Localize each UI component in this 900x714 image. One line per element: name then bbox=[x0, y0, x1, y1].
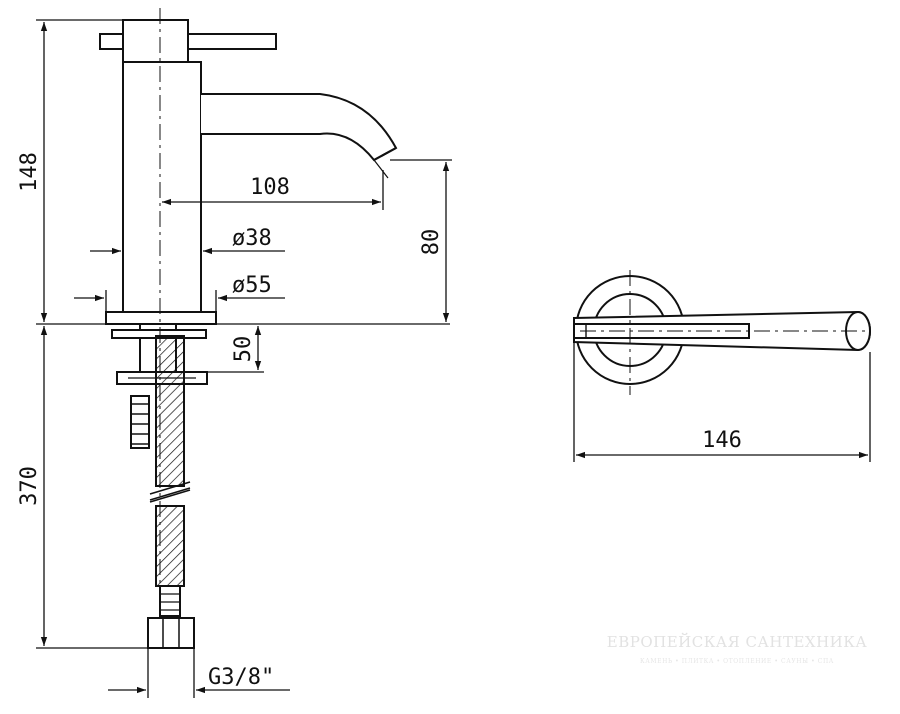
top-dimensions bbox=[573, 338, 871, 462]
side-view bbox=[99, 19, 398, 649]
dim-146: 146 bbox=[702, 428, 742, 453]
hose-ferrule bbox=[159, 585, 181, 617]
dim-50: 50 bbox=[231, 336, 256, 363]
spout bbox=[201, 93, 398, 162]
dim-370: 370 bbox=[17, 466, 42, 506]
connection-nut bbox=[147, 617, 195, 649]
dim-108: 108 bbox=[250, 175, 290, 200]
handle-cap bbox=[122, 19, 189, 63]
top-view bbox=[573, 275, 871, 385]
watermark-title: ЕВРОПЕЙСКАЯ САНТЕХНИКА bbox=[607, 632, 868, 651]
side-dimensions bbox=[36, 19, 452, 698]
dim-148: 148 bbox=[17, 152, 42, 192]
threaded-stud bbox=[130, 395, 150, 449]
faucet-body bbox=[122, 61, 202, 313]
watermark-subtitle: КАМЕНЬ • ПЛИТКА • ОТОПЛЕНИЕ • САУНЫ • СП… bbox=[640, 658, 834, 665]
dim-38: ø38 bbox=[232, 226, 272, 251]
dim-55: ø55 bbox=[232, 273, 272, 298]
dim-80: 80 bbox=[419, 229, 444, 256]
dim-g38: G3/8" bbox=[208, 665, 274, 690]
base-plate bbox=[105, 311, 217, 325]
